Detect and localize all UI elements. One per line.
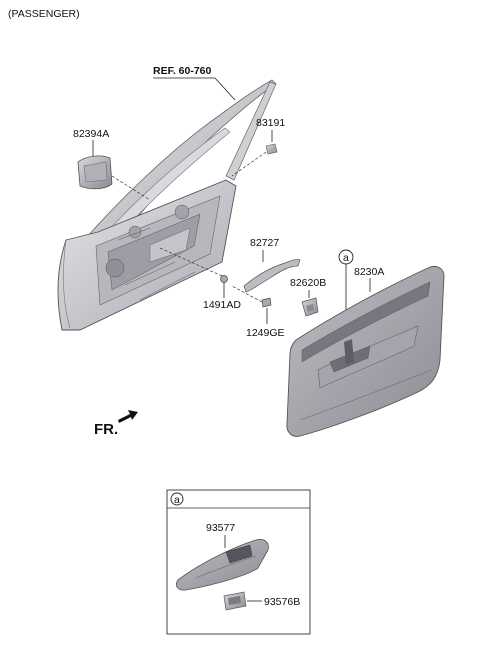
part-83191 <box>265 143 278 155</box>
dash-83191 <box>231 151 267 177</box>
detail-box-marker-label: a <box>174 494 180 506</box>
ref-leader <box>153 77 236 101</box>
part-82727 <box>243 259 301 293</box>
label-82727: 82727 <box>250 237 279 249</box>
part-1491AD <box>220 275 228 283</box>
direction-label: FR. <box>94 421 118 438</box>
dash-82394A <box>111 175 151 201</box>
part-1249GE <box>261 297 272 308</box>
label-83191: 83191 <box>256 117 285 129</box>
part-82394A <box>77 155 113 190</box>
label-82394A: 82394A <box>73 128 109 140</box>
dash-1249GE <box>231 285 263 303</box>
label-1249GE: 1249GE <box>246 327 285 339</box>
ref-label: REF. 60-760 <box>153 65 212 77</box>
detail-box-marker-circle <box>170 492 184 506</box>
part-93576B-switch <box>223 591 247 611</box>
header-title: (PASSENGER) <box>8 8 80 20</box>
label-82620B: 82620B <box>290 277 326 289</box>
label-93577: 93577 <box>206 522 235 534</box>
part-93577-switch-panel <box>176 539 269 591</box>
part-8230A-trim-panel <box>286 265 445 437</box>
label-8230A: 8230A <box>354 266 384 278</box>
dash-1491AD <box>159 247 223 277</box>
detail-marker-label: a <box>343 252 349 264</box>
label-93576B: 93576B <box>264 596 300 608</box>
label-1491AD: 1491AD <box>203 299 241 311</box>
direction-arrow-icon <box>118 410 138 423</box>
front-door-assembly <box>57 79 277 331</box>
part-82620B-detail <box>306 304 314 312</box>
